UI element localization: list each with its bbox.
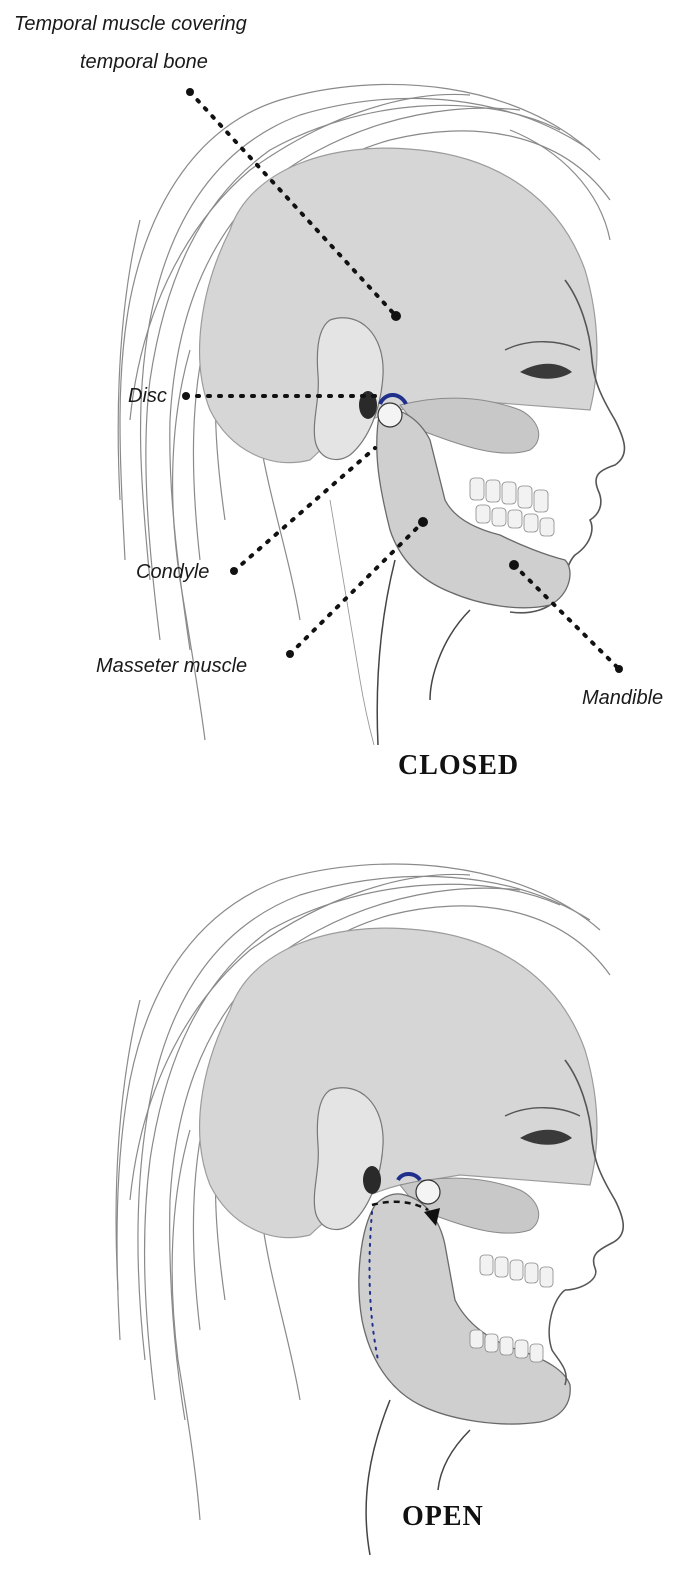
open-mandible [359,1194,570,1424]
closed-ear [314,318,383,460]
open-figure [116,864,623,1555]
label-condyle: Condyle [136,562,209,582]
closed-figure [118,84,624,745]
closed-teeth [470,478,554,536]
open-upper-teeth [480,1255,553,1287]
closed-condyle [378,403,402,427]
label-masseter: Masseter muscle [96,656,247,676]
caption-open: OPEN [402,1503,484,1531]
label-temporal-line1: Temporal muscle covering [14,14,247,34]
open-condyle [416,1180,440,1204]
caption-closed: CLOSED [398,752,519,780]
open-cranium [200,928,597,1237]
label-disc: Disc [128,386,167,406]
label-mandible: Mandible [582,688,663,708]
label-temporal-line2: temporal bone [80,52,208,72]
